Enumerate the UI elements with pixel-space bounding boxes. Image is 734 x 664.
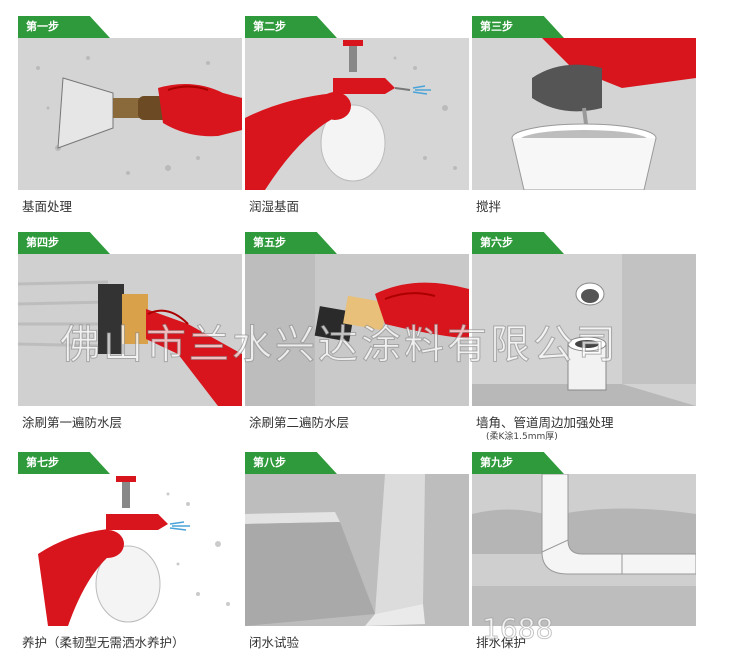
step-tag: 第九步 xyxy=(472,452,564,474)
step-tag: 第八步 xyxy=(245,452,337,474)
illustration-mixing xyxy=(472,38,696,190)
step-caption: 闭水试验 xyxy=(249,635,300,650)
step-tag: 第七步 xyxy=(18,452,110,474)
step-note: (柔K涂1.5mm厚) xyxy=(486,432,558,442)
step-tag: 第一步 xyxy=(18,16,110,38)
step-9: 第九步 排水保护 xyxy=(472,452,696,662)
site-watermark: 1688 xyxy=(481,612,554,646)
illustration-brush-first-coat xyxy=(18,254,242,406)
step-tag: 第二步 xyxy=(245,16,337,38)
illustration-pipe-corner-reinforce xyxy=(472,254,696,406)
step-5: 第五步 涂刷第二遍防水层 xyxy=(245,232,469,442)
step-caption: 涂刷第一遍防水层 xyxy=(22,415,123,430)
step-3: 第三步 搅拌 xyxy=(472,16,696,226)
step-1: 第一步 基面处理 xyxy=(18,16,242,226)
step-caption: 涂刷第二遍防水层 xyxy=(249,415,350,430)
step-caption: 搅拌 xyxy=(476,199,502,214)
step-caption: 基面处理 xyxy=(22,199,73,214)
step-tag: 第四步 xyxy=(18,232,110,254)
step-caption: 养护（柔韧型无需洒水养护） xyxy=(22,635,185,650)
step-8: 第八步 闭水试验 xyxy=(245,452,469,662)
step-tag: 第五步 xyxy=(245,232,337,254)
step-tag: 第六步 xyxy=(472,232,564,254)
step-6: 第六步 墙角、管道周边加强处理 (柔K涂1.5mm厚) xyxy=(472,232,696,442)
step-caption: 墙角、管道周边加强处理 xyxy=(476,415,614,430)
illustration-water-test xyxy=(245,474,469,626)
step-4: 第四步 涂刷第一遍防水层 xyxy=(18,232,242,442)
illustration-drain-protection xyxy=(472,474,696,626)
step-caption: 润湿基面 xyxy=(249,199,300,214)
illustration-brush-second-coat xyxy=(245,254,469,406)
illustration-wetting xyxy=(245,38,469,190)
illustration-curing xyxy=(18,474,242,626)
step-caption: 排水保护 xyxy=(476,635,527,650)
illustration-scraping xyxy=(18,38,242,190)
step-2: 第二步 润湿基面 xyxy=(245,16,469,226)
step-7: 第七步 养护（柔韧型无需洒水养护） xyxy=(18,452,242,662)
step-tag: 第三步 xyxy=(472,16,564,38)
